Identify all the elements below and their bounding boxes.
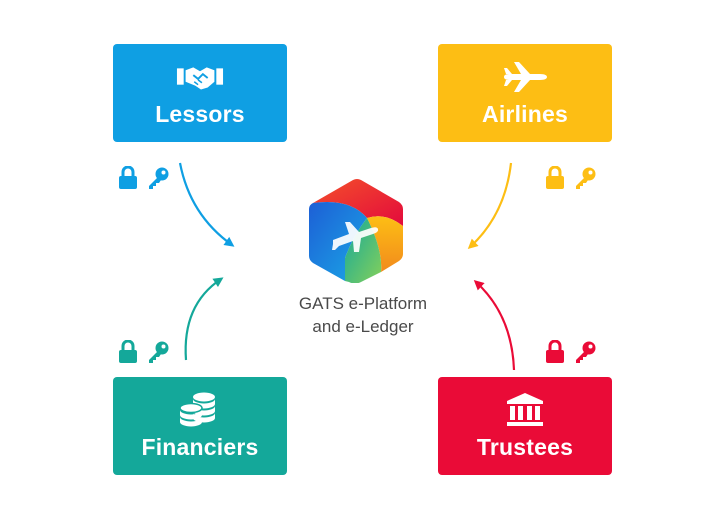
airlines-card: Airlines (438, 44, 612, 142)
trustees-security (545, 339, 597, 369)
airlines-security (545, 165, 597, 195)
key-icon (146, 340, 170, 369)
gats-logo-icon (309, 179, 403, 283)
financiers-label: Financiers (141, 433, 259, 460)
key-icon (146, 166, 170, 195)
key-icon (573, 166, 597, 195)
airplane-icon (501, 59, 549, 95)
lock-icon (545, 165, 565, 195)
arrow-lessors (178, 162, 235, 247)
airlines-label: Airlines (482, 100, 568, 127)
coins-stack-icon (176, 392, 224, 428)
lessors-security (118, 165, 170, 195)
platform-caption-line2: and e-Ledger (312, 317, 414, 336)
trustees-label: Trustees (476, 433, 574, 460)
key-icon (573, 340, 597, 369)
arrow-financiers (184, 277, 224, 361)
lock-icon (118, 339, 138, 369)
financiers-card: Financiers (113, 377, 287, 475)
arrow-trustees (473, 279, 516, 371)
financiers-security (118, 339, 170, 369)
lessors-card: Lessors (113, 44, 287, 142)
platform-caption-line1: GATS e-Platform (298, 294, 428, 313)
lock-icon (118, 165, 138, 195)
trustees-card: Trustees (438, 377, 612, 475)
lock-icon (545, 339, 565, 369)
lessors-label: Lessors (155, 100, 245, 127)
handshake-icon (176, 59, 224, 95)
bank-building-icon (501, 392, 549, 428)
platform-caption: GATS e-Platform and e-Ledger (253, 292, 473, 338)
arrow-airlines (467, 162, 513, 250)
